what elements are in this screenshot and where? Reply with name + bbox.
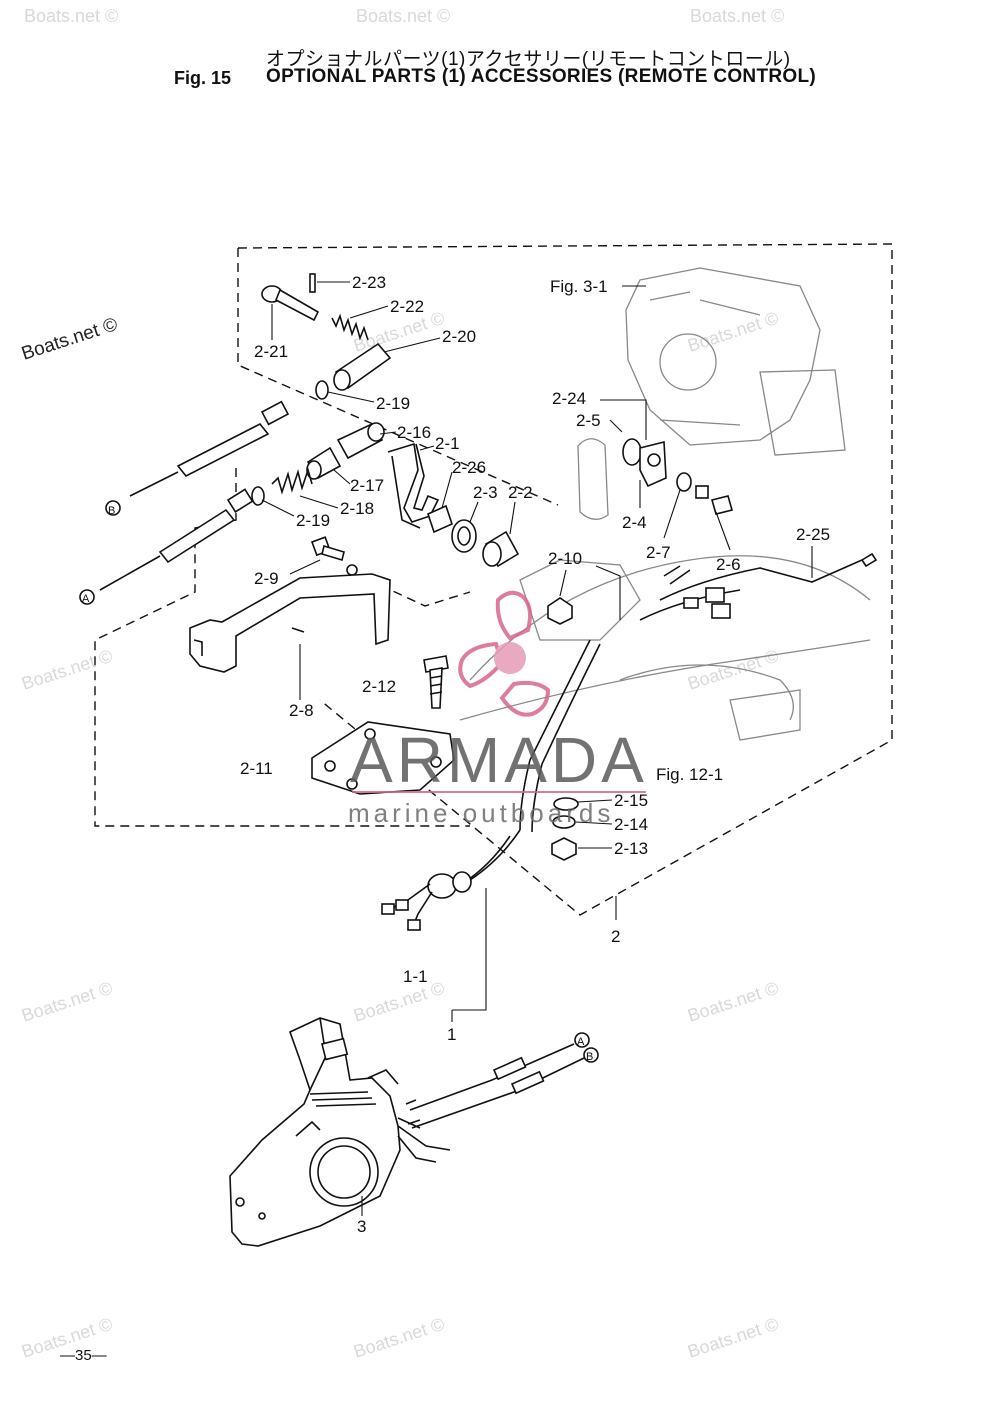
label-2-2: 2-2 xyxy=(508,483,533,502)
page-number: —35— xyxy=(60,1347,107,1364)
label-2-19-lower: 2-19 xyxy=(296,511,330,530)
title-japanese: オプショナルパーツ(1)アクセサリー(リモートコントロール) xyxy=(266,49,791,70)
label-2-11: 2-11 xyxy=(240,759,273,778)
part-2-7-washer xyxy=(676,472,692,492)
marker-a-upper xyxy=(79,589,95,605)
figure-number: Fig. 15 xyxy=(174,68,232,88)
label-1-1: 1-1 xyxy=(403,967,428,986)
cable-b-end xyxy=(129,400,290,497)
part-2-19-washer-upper xyxy=(315,380,329,400)
label-2-24: 2-24 xyxy=(552,389,586,408)
label-fig-12-1: Fig. 12-1 xyxy=(656,765,723,784)
label-2: 2 xyxy=(611,927,620,946)
part-2-17-bush xyxy=(306,446,342,480)
part-2-9-bolt xyxy=(310,536,358,576)
marker-b-upper xyxy=(105,500,121,516)
label-2-14: 2-14 xyxy=(614,815,648,834)
label-2-23: 2-23 xyxy=(352,273,386,292)
part-2-23-pin xyxy=(309,273,316,293)
label-2-7: 2-7 xyxy=(646,543,671,562)
label-2-12: 2-12 xyxy=(362,677,396,696)
part-1-1-grommet xyxy=(381,871,472,931)
armada-logo: ARMADA marine outboards xyxy=(348,590,648,828)
marker-b-lower-text: B xyxy=(586,1051,593,1063)
label-2-19-upper: 2-19 xyxy=(376,394,410,413)
label-2-18: 2-18 xyxy=(340,499,374,518)
label-2-22: 2-22 xyxy=(390,297,424,316)
label-2-1: 2-1 xyxy=(435,434,460,453)
marker-a-upper-text: A xyxy=(82,593,90,605)
label-2-16: 2-16 xyxy=(397,423,431,442)
marker-b-lower xyxy=(583,1047,599,1063)
label-3: 3 xyxy=(357,1217,366,1236)
label-2-13: 2-13 xyxy=(614,839,648,858)
svg-text:Boats.net ©: Boats.net © xyxy=(356,6,450,26)
part-2-11-plate xyxy=(311,721,455,795)
engine-block-outline xyxy=(459,267,871,741)
part-2-13-nut xyxy=(551,837,577,861)
part-2-19-washer-lower xyxy=(251,486,265,506)
marker-a-lower-text: A xyxy=(577,1036,585,1048)
part-3-remote-control-box xyxy=(229,1017,451,1247)
part-2-16-bushing xyxy=(336,422,385,460)
label-2-15: 2-15 xyxy=(614,791,648,810)
part-2-8-bracket xyxy=(189,573,391,673)
svg-text:Boats.net ©: Boats.net © xyxy=(19,978,115,1026)
part-2-20-sleeve xyxy=(333,342,392,391)
part-2-21-rod xyxy=(261,285,320,322)
label-1: 1 xyxy=(447,1025,456,1044)
label-2-9: 2-9 xyxy=(254,569,279,588)
label-2-8: 2-8 xyxy=(289,701,314,720)
part-2-1-lever xyxy=(387,442,440,529)
part-2-26-collar xyxy=(427,504,453,534)
label-2-20: 2-20 xyxy=(442,327,476,346)
part-2-2-sleeve xyxy=(482,530,520,568)
assembly-boundary xyxy=(94,243,893,916)
label-2-10: 2-10 xyxy=(548,549,582,568)
label-2-6: 2-6 xyxy=(716,555,741,574)
marker-a-lower xyxy=(574,1032,590,1048)
remote-cables xyxy=(405,1043,585,1129)
label-2-17: 2-17 xyxy=(350,476,384,495)
svg-text:Boats.net ©: Boats.net © xyxy=(351,1314,447,1362)
svg-text:Boats.net ©: Boats.net © xyxy=(685,978,781,1026)
part-2-6-bolt xyxy=(695,485,733,515)
label-2-25: 2-25 xyxy=(796,525,830,544)
part-2-25-harness xyxy=(639,552,878,621)
part-2-15-washer xyxy=(553,797,579,811)
svg-text:Boats.net ©: Boats.net © xyxy=(685,646,781,694)
part-2-18-spring xyxy=(271,467,313,495)
label-2-5: 2-5 xyxy=(576,411,601,430)
part-2-3-bearing xyxy=(451,519,477,553)
logo-tagline: marine outboards xyxy=(348,798,614,828)
watermark-boats-dark: Boats.net © xyxy=(19,314,120,365)
label-fig-3-1: Fig. 3-1 xyxy=(550,277,608,296)
part-2-12-bolt xyxy=(423,655,449,709)
part-2-22-spring xyxy=(331,313,369,341)
cable-a-end xyxy=(99,488,254,591)
label-2-21: 2-21 xyxy=(254,342,288,361)
label-2-3: 2-3 xyxy=(473,483,498,502)
part-2-10-nut xyxy=(547,597,573,625)
title-english: OPTIONAL PARTS (1) ACCESSORIES (REMOTE C… xyxy=(266,66,816,87)
svg-text:Boats.net ©: Boats.net © xyxy=(690,6,784,26)
propeller-icon xyxy=(458,590,551,717)
part-2-14-washer xyxy=(552,815,576,829)
marker-b-upper-text: B xyxy=(108,505,115,517)
svg-text:Boats.net ©: Boats.net © xyxy=(19,646,115,694)
label-2-4: 2-4 xyxy=(622,513,647,532)
svg-text:Boats.net ©: Boats.net © xyxy=(685,308,781,356)
watermark-layer: Boats.net © Boats.net © Boats.net © Boat… xyxy=(19,6,784,1362)
svg-text:Boats.net ©: Boats.net © xyxy=(351,978,447,1026)
label-2-26: 2-26 xyxy=(452,458,486,477)
svg-text:Boats.net ©: Boats.net © xyxy=(685,1314,781,1362)
svg-text:Boats.net ©: Boats.net © xyxy=(24,6,118,26)
logo-brand: ARMADA xyxy=(350,724,648,796)
part-2-5-washer xyxy=(622,438,642,466)
part-2-4-pin xyxy=(639,440,667,488)
